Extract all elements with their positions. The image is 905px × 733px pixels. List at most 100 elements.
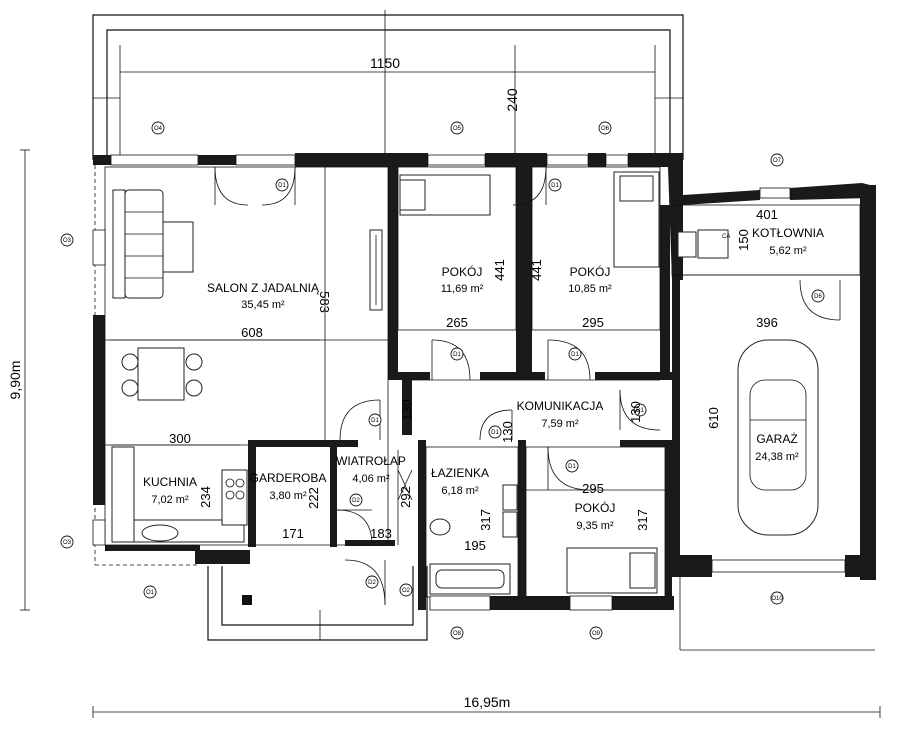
opening-marker-o6: O6 — [598, 121, 612, 135]
room-area-wiatrolap: 4,06 m² — [352, 473, 390, 485]
dim-salon-h: 583 — [317, 291, 332, 313]
svg-text:D2: D2 — [352, 498, 360, 504]
dim-pokoj3-w: 295 — [582, 481, 604, 496]
dim-wiat-w: 183 — [370, 526, 392, 541]
dim-kom-h: 130 — [399, 399, 414, 421]
door-marker-d2: D2 — [349, 493, 363, 507]
opening-marker-o1: O1 — [143, 585, 157, 599]
room-name-komunikacja: KOMUNIKACJA — [517, 399, 604, 413]
door-marker-d6: D6 — [811, 289, 825, 303]
dim-kotl-w: 401 — [756, 207, 778, 222]
svg-text:D1: D1 — [636, 408, 644, 414]
room-area-salon: 35,45 m² — [241, 299, 285, 311]
terrace — [92, 10, 684, 160]
svg-text:O7: O7 — [773, 158, 782, 164]
svg-text:O9: O9 — [592, 631, 601, 637]
dim-kom-h2: 130 — [500, 421, 515, 443]
svg-text:D1: D1 — [568, 464, 576, 470]
room-area-kotlownia: 5,62 m² — [769, 245, 807, 257]
dim-gard-h: 222 — [306, 487, 321, 509]
room-name-pokoj1: POKÓJ — [442, 264, 483, 279]
svg-text:D1: D1 — [371, 418, 379, 424]
dim-overall-width: 16,95m — [464, 694, 511, 710]
svg-text:D1: D1 — [551, 183, 559, 189]
svg-text:O8: O8 — [453, 631, 462, 637]
door-marker-d2-2: D2 — [365, 575, 379, 589]
opening-marker-o3: O3 — [60, 233, 74, 247]
porch — [207, 566, 875, 651]
svg-text:O10: O10 — [771, 596, 783, 602]
room-name-kotlownia: KOTŁOWNIA — [752, 226, 824, 240]
dim-overall-depth: 9,90m — [7, 361, 23, 400]
svg-text:O3: O3 — [63, 540, 72, 546]
door-marker-d1f: D1 — [368, 413, 382, 427]
svg-text:O4: O4 — [154, 126, 163, 132]
dim-wiat-h: 292 — [398, 486, 413, 508]
door-marker-d1g: D1 — [565, 459, 579, 473]
room-area-pokoj3: 9,35 m² — [576, 520, 614, 532]
furniture — [111, 171, 819, 595]
room-area-kuchnia: 7,02 m² — [151, 494, 189, 506]
door-marker-d1e: D1 — [633, 403, 647, 417]
door-marker-d1a: D1 — [275, 178, 289, 192]
svg-text:O3: O3 — [63, 238, 72, 244]
room-name-pokoj3: POKÓJ — [575, 500, 616, 515]
door-marker-d1d: D1 — [568, 347, 582, 361]
dim-laz-h: 317 — [478, 509, 493, 531]
dim-kuchnia-w: 300 — [169, 431, 191, 446]
svg-text:O6: O6 — [601, 126, 610, 132]
opening-marker-o5: O5 — [450, 121, 464, 135]
windows — [92, 154, 846, 611]
room-name-kuchnia: KUCHNIA — [143, 475, 197, 489]
dim-pokoj2-w: 295 — [582, 315, 604, 330]
door-marker-d1c: D1 — [450, 347, 464, 361]
dimension-labels: 1150 240 9,90m 16,95m 608 583 265 441 29… — [7, 55, 778, 710]
room-area-garderoba: 3,80 m² — [269, 490, 307, 502]
dim-kotl-h: 150 — [736, 229, 751, 251]
opening-marker-o7: O7 — [770, 153, 784, 167]
opening-marker-o2: O2 — [399, 583, 413, 597]
room-name-lazienka: ŁAZIENKA — [431, 466, 489, 480]
boiler-label: CA — [722, 234, 730, 240]
room-name-garderoba: GARDEROBA — [250, 471, 327, 485]
door-marker-d1h: D1 — [488, 425, 502, 439]
svg-text:D2: D2 — [368, 580, 376, 586]
walls — [93, 153, 876, 610]
dim-garaz-h: 610 — [706, 407, 721, 429]
dim-salon-w: 608 — [241, 325, 263, 340]
svg-text:D1: D1 — [491, 430, 499, 436]
room-name-salon: SALON Z JADALNIĄ — [207, 281, 320, 295]
dim-kuchnia-h: 234 — [198, 486, 213, 508]
dim-terrace-width: 1150 — [370, 55, 400, 71]
room-area-pokoj2: 10,85 m² — [568, 283, 612, 295]
dim-pokoj1-h: 441 — [492, 259, 507, 281]
room-area-garaz: 24,38 m² — [755, 451, 799, 463]
svg-text:D6: D6 — [814, 294, 822, 300]
dim-terrace-depth: 240 — [504, 88, 520, 112]
svg-text:D1: D1 — [278, 183, 286, 189]
room-area-pokoj1: 11,69 m² — [441, 283, 484, 295]
room-name-wiatrolap: WIATROŁAP — [336, 454, 406, 468]
svg-text:O2: O2 — [402, 588, 411, 594]
room-name-garaz: GARAŻ — [756, 432, 797, 446]
dim-laz-w: 195 — [464, 538, 486, 553]
room-labels: SALON Z JADALNIĄ 35,45 m² POKÓJ 11,69 m²… — [143, 226, 824, 532]
opening-marker-o8: O8 — [450, 626, 464, 640]
opening-markers: O4 O5 O6 O7 O3 O3 O1 O8 O9 O10 O2 D1 D1 … — [60, 121, 825, 640]
svg-text:O1: O1 — [146, 590, 155, 596]
room-area-komunikacja: 7,59 m² — [541, 418, 579, 430]
svg-text:O5: O5 — [453, 126, 462, 132]
dim-gard-w: 171 — [282, 526, 304, 541]
opening-marker-o9: O9 — [589, 626, 603, 640]
dim-kom-h3: 130 — [628, 401, 643, 423]
room-area-lazienka: 6,18 m² — [441, 485, 479, 497]
opening-marker-o4: O4 — [151, 121, 165, 135]
opening-marker-o3-2: O3 — [60, 535, 74, 549]
room-name-pokoj2: POKÓJ — [570, 264, 611, 279]
svg-text:D1: D1 — [571, 352, 579, 358]
dim-garaz-w: 396 — [756, 315, 778, 330]
car-icon — [737, 339, 819, 536]
opening-marker-o10: O10 — [770, 591, 784, 605]
svg-text:D1: D1 — [453, 352, 461, 358]
